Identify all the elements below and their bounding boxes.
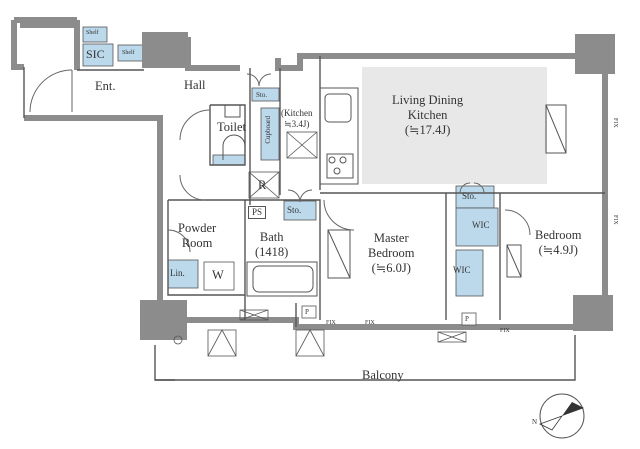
shelf-label-side: Shelf	[122, 50, 135, 56]
bedroom-label: Bedroom (≒4.9J)	[535, 228, 582, 257]
master-bedroom-label: Master Bedroom (≒6.0J)	[368, 231, 415, 275]
washer-label: W	[212, 268, 224, 282]
ldk-label: Living Dining Kitchen (≒17.4J)	[392, 93, 464, 137]
toilet-fixtures	[222, 104, 246, 160]
window-symbols	[327, 104, 567, 279]
bath-label: Bath (1418)	[255, 230, 289, 259]
kitchen-label: (Kitchen ≒3.4J)	[281, 108, 313, 129]
fix-mark-3: FIX	[500, 328, 510, 334]
hatch-boxes	[203, 131, 467, 357]
refrigerator-label: R	[258, 178, 267, 192]
ldk-area-fill	[362, 67, 547, 184]
p-boxes	[301, 305, 477, 326]
door-swings	[29, 69, 531, 253]
sto-label-bath: Sto.	[287, 205, 302, 215]
hall-label: Hall	[184, 78, 206, 92]
cupboard-label: Cupboard	[264, 116, 272, 144]
fix-mark-2: FIX	[365, 320, 375, 326]
sto-label-hall: Sto.	[256, 91, 268, 99]
drain-icon	[173, 335, 183, 345]
columns	[20, 20, 615, 340]
sto-label-bedroom: Sto.	[462, 191, 477, 201]
compass-icon	[538, 393, 585, 439]
balcony-label: Balcony	[362, 368, 404, 382]
fix-mark-4: FIX	[612, 118, 618, 128]
powder-room-label: Powder Room	[178, 221, 217, 250]
pipe-label-bath: P	[305, 308, 309, 316]
fix-mark-5: FIX	[612, 215, 618, 225]
wic-label-lower: WIC	[453, 265, 471, 275]
sic-label: SIC	[86, 47, 105, 61]
pipe-label-balcony: P	[465, 315, 469, 323]
kitchen-counter	[319, 87, 359, 185]
shelf-label-top: Shelf	[86, 30, 99, 36]
entrance-label: Ent.	[95, 79, 116, 93]
storage-fills	[82, 26, 499, 297]
fix-mark-1: FIX	[326, 320, 336, 326]
pipe-space-label: PS	[248, 206, 267, 219]
compass-north-label: N	[532, 418, 538, 426]
wic-label-upper: WIC	[472, 220, 490, 230]
bathtub	[246, 261, 318, 297]
toilet-label: Toilet	[217, 120, 246, 134]
linen-label: Lin.	[170, 268, 185, 278]
